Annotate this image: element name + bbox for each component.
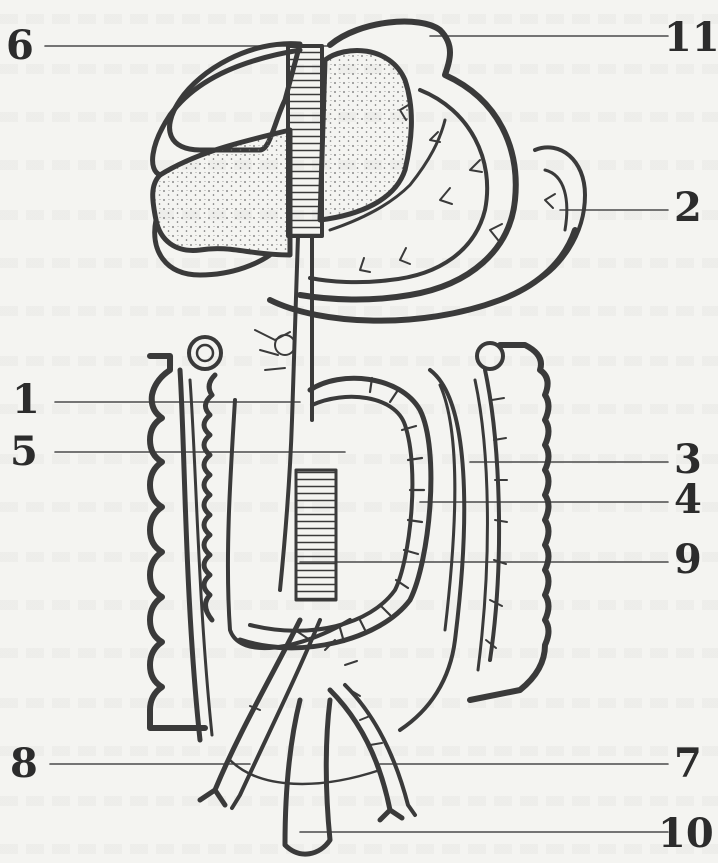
- label-1: 1: [12, 380, 40, 420]
- left-node-inner: [197, 345, 213, 361]
- label-4: 4: [674, 480, 702, 520]
- right-middle-tube-inner: [440, 385, 455, 630]
- label-11: 11: [664, 18, 718, 58]
- label-10: 10: [658, 814, 714, 854]
- lower-right-vessel-inner: [345, 685, 415, 815]
- spleen-inner: [545, 170, 567, 230]
- small-intestine-left: [204, 375, 215, 620]
- label-6: 6: [6, 26, 34, 66]
- label-5: 5: [10, 432, 38, 472]
- central-ringed-segment: [296, 470, 336, 600]
- label-9: 9: [674, 540, 702, 580]
- left-lobe: [153, 130, 290, 255]
- pancreas-branches: [255, 330, 295, 370]
- right-colon-band: [475, 380, 487, 670]
- label-8: 8: [10, 744, 38, 784]
- upper-ringed-tube: [288, 46, 322, 236]
- left-colon-outer: [150, 356, 205, 728]
- label-2: 2: [674, 188, 702, 228]
- left-node: [189, 337, 221, 369]
- label-7: 7: [674, 744, 702, 784]
- lower-center-tube: [285, 700, 330, 854]
- label-3: 3: [674, 440, 702, 480]
- left-colon-inner: [180, 370, 200, 740]
- right-middle-tube: [400, 370, 464, 730]
